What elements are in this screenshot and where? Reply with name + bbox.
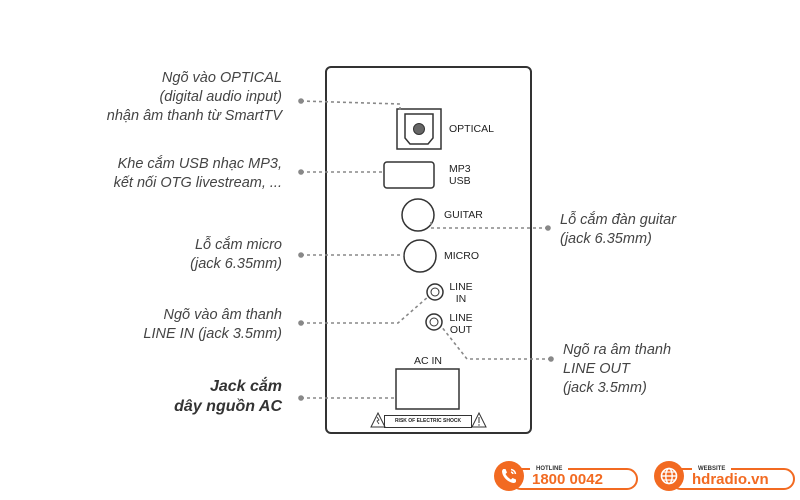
panel-label-ac-in: AC IN <box>413 355 442 367</box>
guitar-jack <box>401 198 435 232</box>
panel-label-line: USB <box>449 175 471 187</box>
callout-optical: Ngõ vào OPTICAL (digital audio input) nh… <box>107 69 282 126</box>
hotline-number[interactable]: 1800 0042 <box>532 471 603 488</box>
callout-line: LINE OUT <box>563 361 630 377</box>
panel-label-micro: MICRO <box>444 250 479 262</box>
callout-line: Jack cắm <box>209 378 282 395</box>
callout-line: (jack 6.35mm) <box>560 231 652 247</box>
callout-line: Ngõ ra âm thanh <box>563 342 672 358</box>
callout-line: dây nguồn AC <box>174 398 282 415</box>
hotline-caption: HOTLINE <box>530 465 569 474</box>
panel-label-line: LINE <box>449 312 473 324</box>
usb-port <box>383 161 435 189</box>
callout-line-in: Ngõ vào âm thanh LINE IN (jack 3.5mm) <box>143 306 282 344</box>
globe-icon <box>654 461 684 491</box>
panel-label-line: LINE <box>449 281 473 293</box>
warning-label: RISK OF ELECTRIC SHOCK <box>384 415 472 428</box>
panel-label-line: MP3 <box>449 163 471 175</box>
callout-line: Ngõ vào OPTICAL <box>161 70 282 86</box>
micro-jack <box>403 239 437 273</box>
warning-triangle-icon <box>370 411 386 428</box>
leader-optical <box>300 100 401 110</box>
hotline-pill: HOTLINE 1800 0042 <box>510 465 638 490</box>
callout-line: Lỗ cắm micro <box>194 237 282 253</box>
callout-line: Khe cắm USB nhạc MP3, <box>117 156 282 172</box>
callout-ac: Jack cắm dây nguồn AC <box>174 377 282 417</box>
callout-micro: Lỗ cắm micro (jack 6.35mm) <box>190 236 282 274</box>
ac-inlet <box>395 368 460 410</box>
callout-line: kết nối OTG livestream, ... <box>113 175 282 191</box>
warning-triangle-icon <box>471 411 487 428</box>
callout-line: Ngõ vào âm thanh <box>163 307 283 323</box>
callout-line: Lỗ cắm đàn guitar <box>560 212 677 228</box>
panel-label-line-out: LINE OUT <box>447 312 475 336</box>
panel-label-optical: OPTICAL <box>449 123 494 135</box>
website-url[interactable]: hdradio.vn <box>692 471 769 488</box>
leader-endpoints <box>298 98 554 401</box>
panel-label-line-in: LINE IN <box>449 281 473 305</box>
callout-line: (jack 3.5mm) <box>563 380 647 396</box>
panel-label-guitar: GUITAR <box>444 209 483 221</box>
callout-line: (digital audio input) <box>159 89 282 105</box>
callout-line: (jack 6.35mm) <box>190 256 282 272</box>
phone-icon <box>494 461 524 491</box>
hotline-badge[interactable]: HOTLINE 1800 0042 <box>490 461 638 491</box>
callout-line: LINE IN (jack 3.5mm) <box>143 326 282 342</box>
leader-line-out <box>440 325 551 360</box>
panel-label-line: IN <box>455 293 467 305</box>
panel-label-mp3-usb: MP3 USB <box>449 163 471 187</box>
website-pill: WEBSITE hdradio.vn <box>670 465 795 490</box>
panel-label-line: OUT <box>449 324 473 336</box>
leader-lines <box>300 100 551 399</box>
callout-line: nhận âm thanh từ SmartTV <box>106 108 282 124</box>
line-out-jack <box>425 313 443 331</box>
leader-line-in <box>301 295 430 324</box>
line-in-jack <box>426 283 444 301</box>
callout-guitar: Lỗ cắm đàn guitar (jack 6.35mm) <box>560 211 676 249</box>
website-badge[interactable]: WEBSITE hdradio.vn <box>650 461 795 491</box>
optical-port <box>396 108 442 150</box>
callout-usb: Khe cắm USB nhạc MP3, kết nối OTG livest… <box>114 155 282 193</box>
leader-guitar <box>430 221 548 229</box>
callout-line-out: Ngõ ra âm thanh LINE OUT (jack 3.5mm) <box>563 341 671 398</box>
website-caption: WEBSITE <box>692 465 732 474</box>
